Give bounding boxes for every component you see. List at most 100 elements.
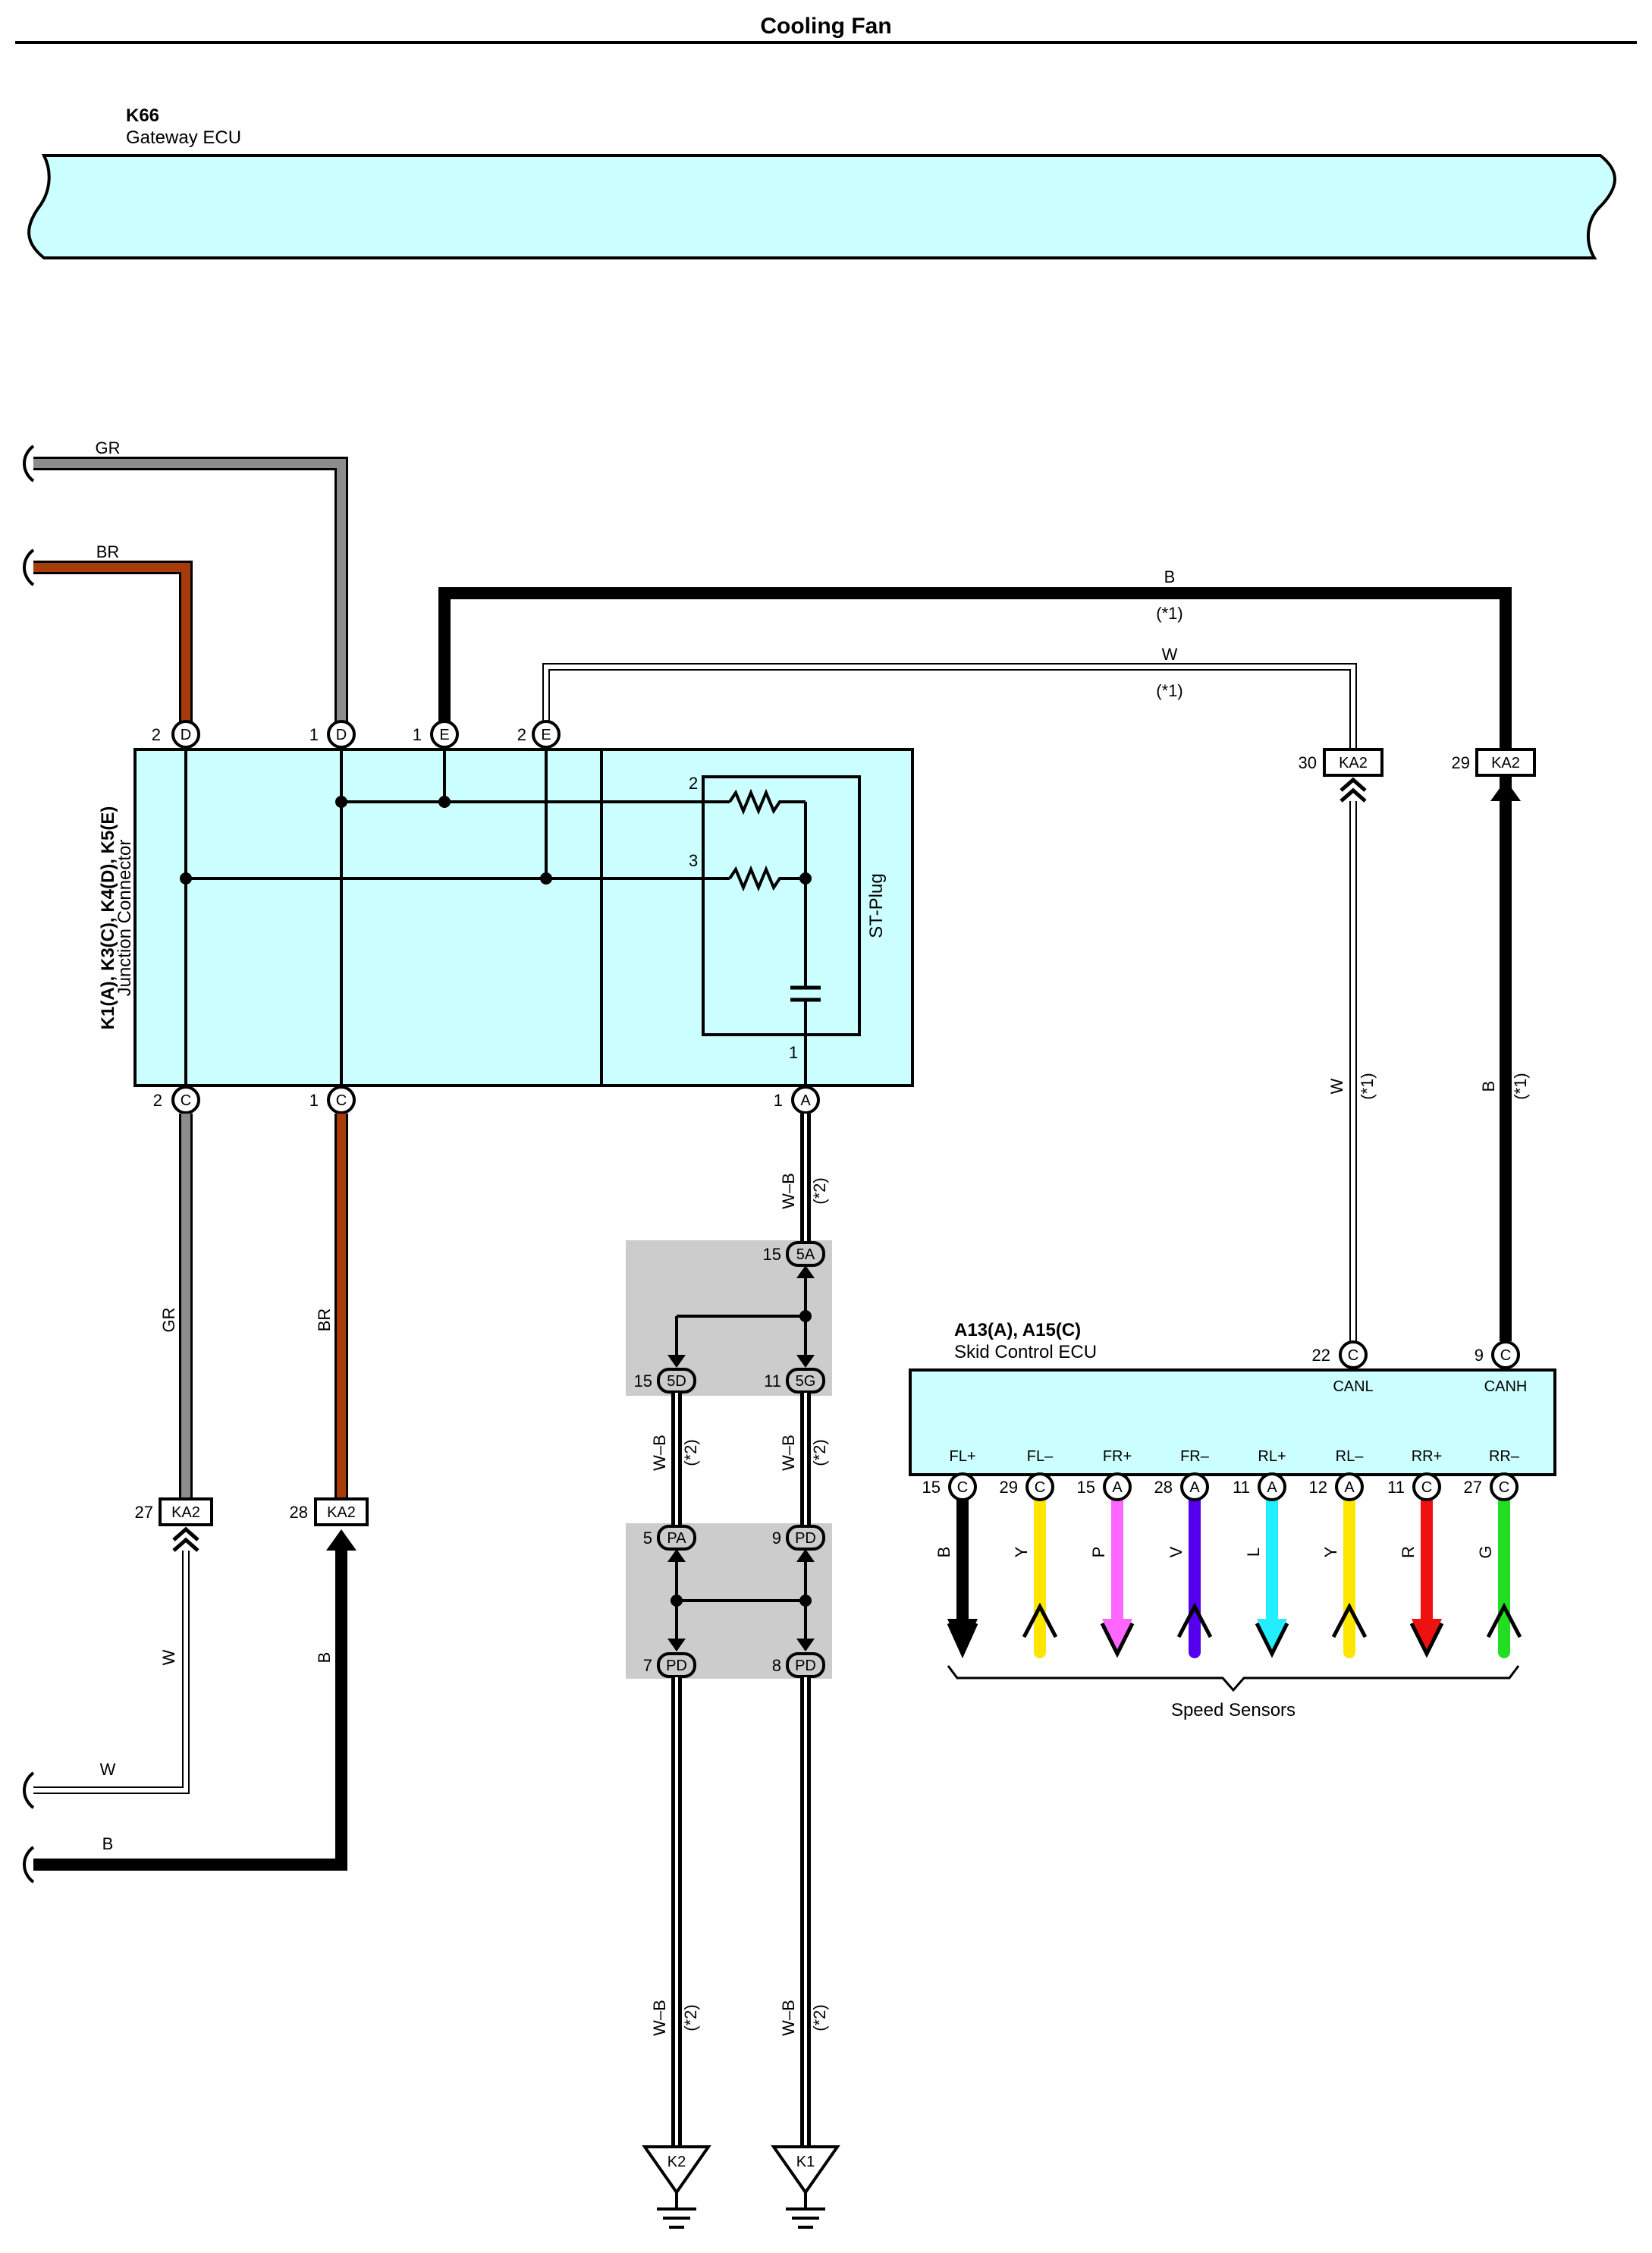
st-plug-label: ST-Plug [866,873,887,938]
sensor-label-rr-plus: RR+ [1412,1448,1443,1465]
arrow-pa [667,1549,686,1562]
note-wb-1: (*2) [810,1177,829,1204]
svg-text:C: C [957,1479,968,1496]
svg-text:12: 12 [1309,1478,1327,1497]
note-b-can-vertical: (*1) [1511,1073,1530,1099]
arrow-pd8 [796,1639,815,1651]
svg-text:8: 8 [772,1656,781,1675]
svg-text:29: 29 [1452,753,1470,772]
sensor-wire-rl-plus [1255,1499,1289,1658]
svg-text:2: 2 [153,1091,162,1110]
splice-point [335,796,347,808]
wire-label-gr-top: GR [96,438,121,457]
note-wb-4: (*2) [681,2004,700,2031]
arrow-5g [796,1355,815,1368]
gateway-ecu-box [27,154,1616,259]
connector-pd-pin8: PD 8 [772,1652,825,1678]
connector-rl-minus: A 12 [1309,1472,1364,1501]
svg-text:A: A [1112,1479,1123,1496]
sensor-wire-fl-plus [947,1499,978,1659]
sensor-label-fr-minus: FR– [1180,1448,1210,1465]
svg-text:C: C [1500,1347,1511,1364]
connector-skid-canh: C 9 CANH [1475,1340,1528,1395]
svg-text:27: 27 [135,1503,153,1522]
wire-label-wb-3: W–B [779,1434,798,1471]
wire-label-br-top: BR [96,542,120,561]
skid-control-ecu-box [909,1368,1556,1476]
svg-text:PA: PA [667,1530,686,1547]
svg-text:15: 15 [763,1245,781,1264]
svg-text:KA2: KA2 [327,1504,356,1521]
wire-gr-top [33,459,346,734]
note-wb-3: (*2) [810,1439,829,1466]
svg-text:CANH: CANH [1484,1378,1528,1395]
splice-point [540,872,552,885]
sensor-wire-fr-minus [1176,1493,1213,1658]
svg-text:C: C [1348,1347,1358,1364]
wire-label-fl-plus: B [934,1547,953,1558]
wire-label-rr-minus: G [1476,1545,1495,1558]
wire-b-can-top [438,587,1512,803]
wire-w-bottom-outline [33,1551,190,1794]
svg-text:5G: 5G [796,1373,816,1390]
speed-sensors-label: Speed Sensors [1171,1700,1296,1720]
svg-text:1: 1 [309,725,319,744]
arrow-b-can [1490,780,1521,801]
svg-text:11: 11 [1233,1478,1250,1497]
svg-text:D: D [181,727,191,743]
svg-text:5: 5 [643,1529,652,1548]
svg-text:K1: K1 [796,2154,815,2170]
wire-label-fr-plus: P [1089,1547,1108,1558]
wire-label-w-can: W [1162,645,1178,664]
svg-text:C: C [1499,1479,1509,1496]
connector-c-pin2: C 2 [153,1086,200,1114]
svg-text:1: 1 [309,1091,319,1110]
svg-text:15: 15 [1077,1478,1095,1497]
sensor-wire-rr-plus [1409,1499,1444,1658]
svg-text:E: E [439,727,449,743]
connector-e-pin2: E 2 [517,720,561,749]
ground-k1: K1 [771,2145,840,2229]
svg-text:2: 2 [152,725,161,744]
connector-pd-pin9: PD 9 [772,1525,825,1551]
splice-point [799,872,812,885]
connector-fl-minus: C 29 [1000,1472,1054,1501]
sensor-wire-fl-minus [1022,1493,1058,1658]
svg-text:A: A [1344,1479,1355,1496]
wire-label-wb-5: W–B [779,2000,798,2036]
connector-rr-minus: C 27 [1464,1472,1519,1501]
sensor-label-rl-minus: RL– [1336,1448,1365,1465]
wire-label-gr-bottom: GR [159,1308,178,1333]
skid-code: A13(A), A15(C) [954,1320,1081,1340]
sensor-label-fr-plus: FR+ [1103,1448,1132,1465]
svg-text:C: C [1421,1479,1432,1496]
svg-text:A: A [1267,1479,1277,1496]
arrow-b-bottom [326,1529,356,1551]
svg-text:K2: K2 [667,2154,686,2170]
connector-a-pin1: A 1 [774,1086,820,1114]
wire-label-w-horizontal: W [100,1760,116,1779]
svg-text:22: 22 [1312,1346,1330,1365]
resistor-lower [728,865,806,892]
junction-name: Junction Connector [115,840,135,997]
svg-text:PD: PD [795,1658,816,1674]
splice-point [671,1595,683,1607]
connector-5g-pin11: 5G 11 [764,1368,825,1394]
ground-k2: K2 [642,2145,711,2229]
sensor-label-rl-plus: RL+ [1258,1448,1286,1465]
st-plug-pin-3: 3 [689,851,698,870]
sensor-label-rr-minus: RR– [1489,1448,1520,1465]
svg-text:28: 28 [290,1503,308,1522]
gateway-name: Gateway ECU [126,127,241,148]
svg-text:1: 1 [413,725,422,744]
svg-text:PD: PD [795,1530,816,1547]
wire-w-bottom [33,1551,188,1793]
junction-connector-box [133,748,914,1087]
svg-text:5D: 5D [667,1373,686,1390]
svg-text:5A: 5A [796,1246,815,1263]
svg-text:CANL: CANL [1333,1378,1373,1395]
wire-label-w-can-vertical: W [1327,1078,1346,1094]
skid-name: Skid Control ECU [954,1342,1097,1362]
svg-text:29: 29 [1000,1478,1018,1497]
st-plug-pin-2: 2 [689,774,698,793]
